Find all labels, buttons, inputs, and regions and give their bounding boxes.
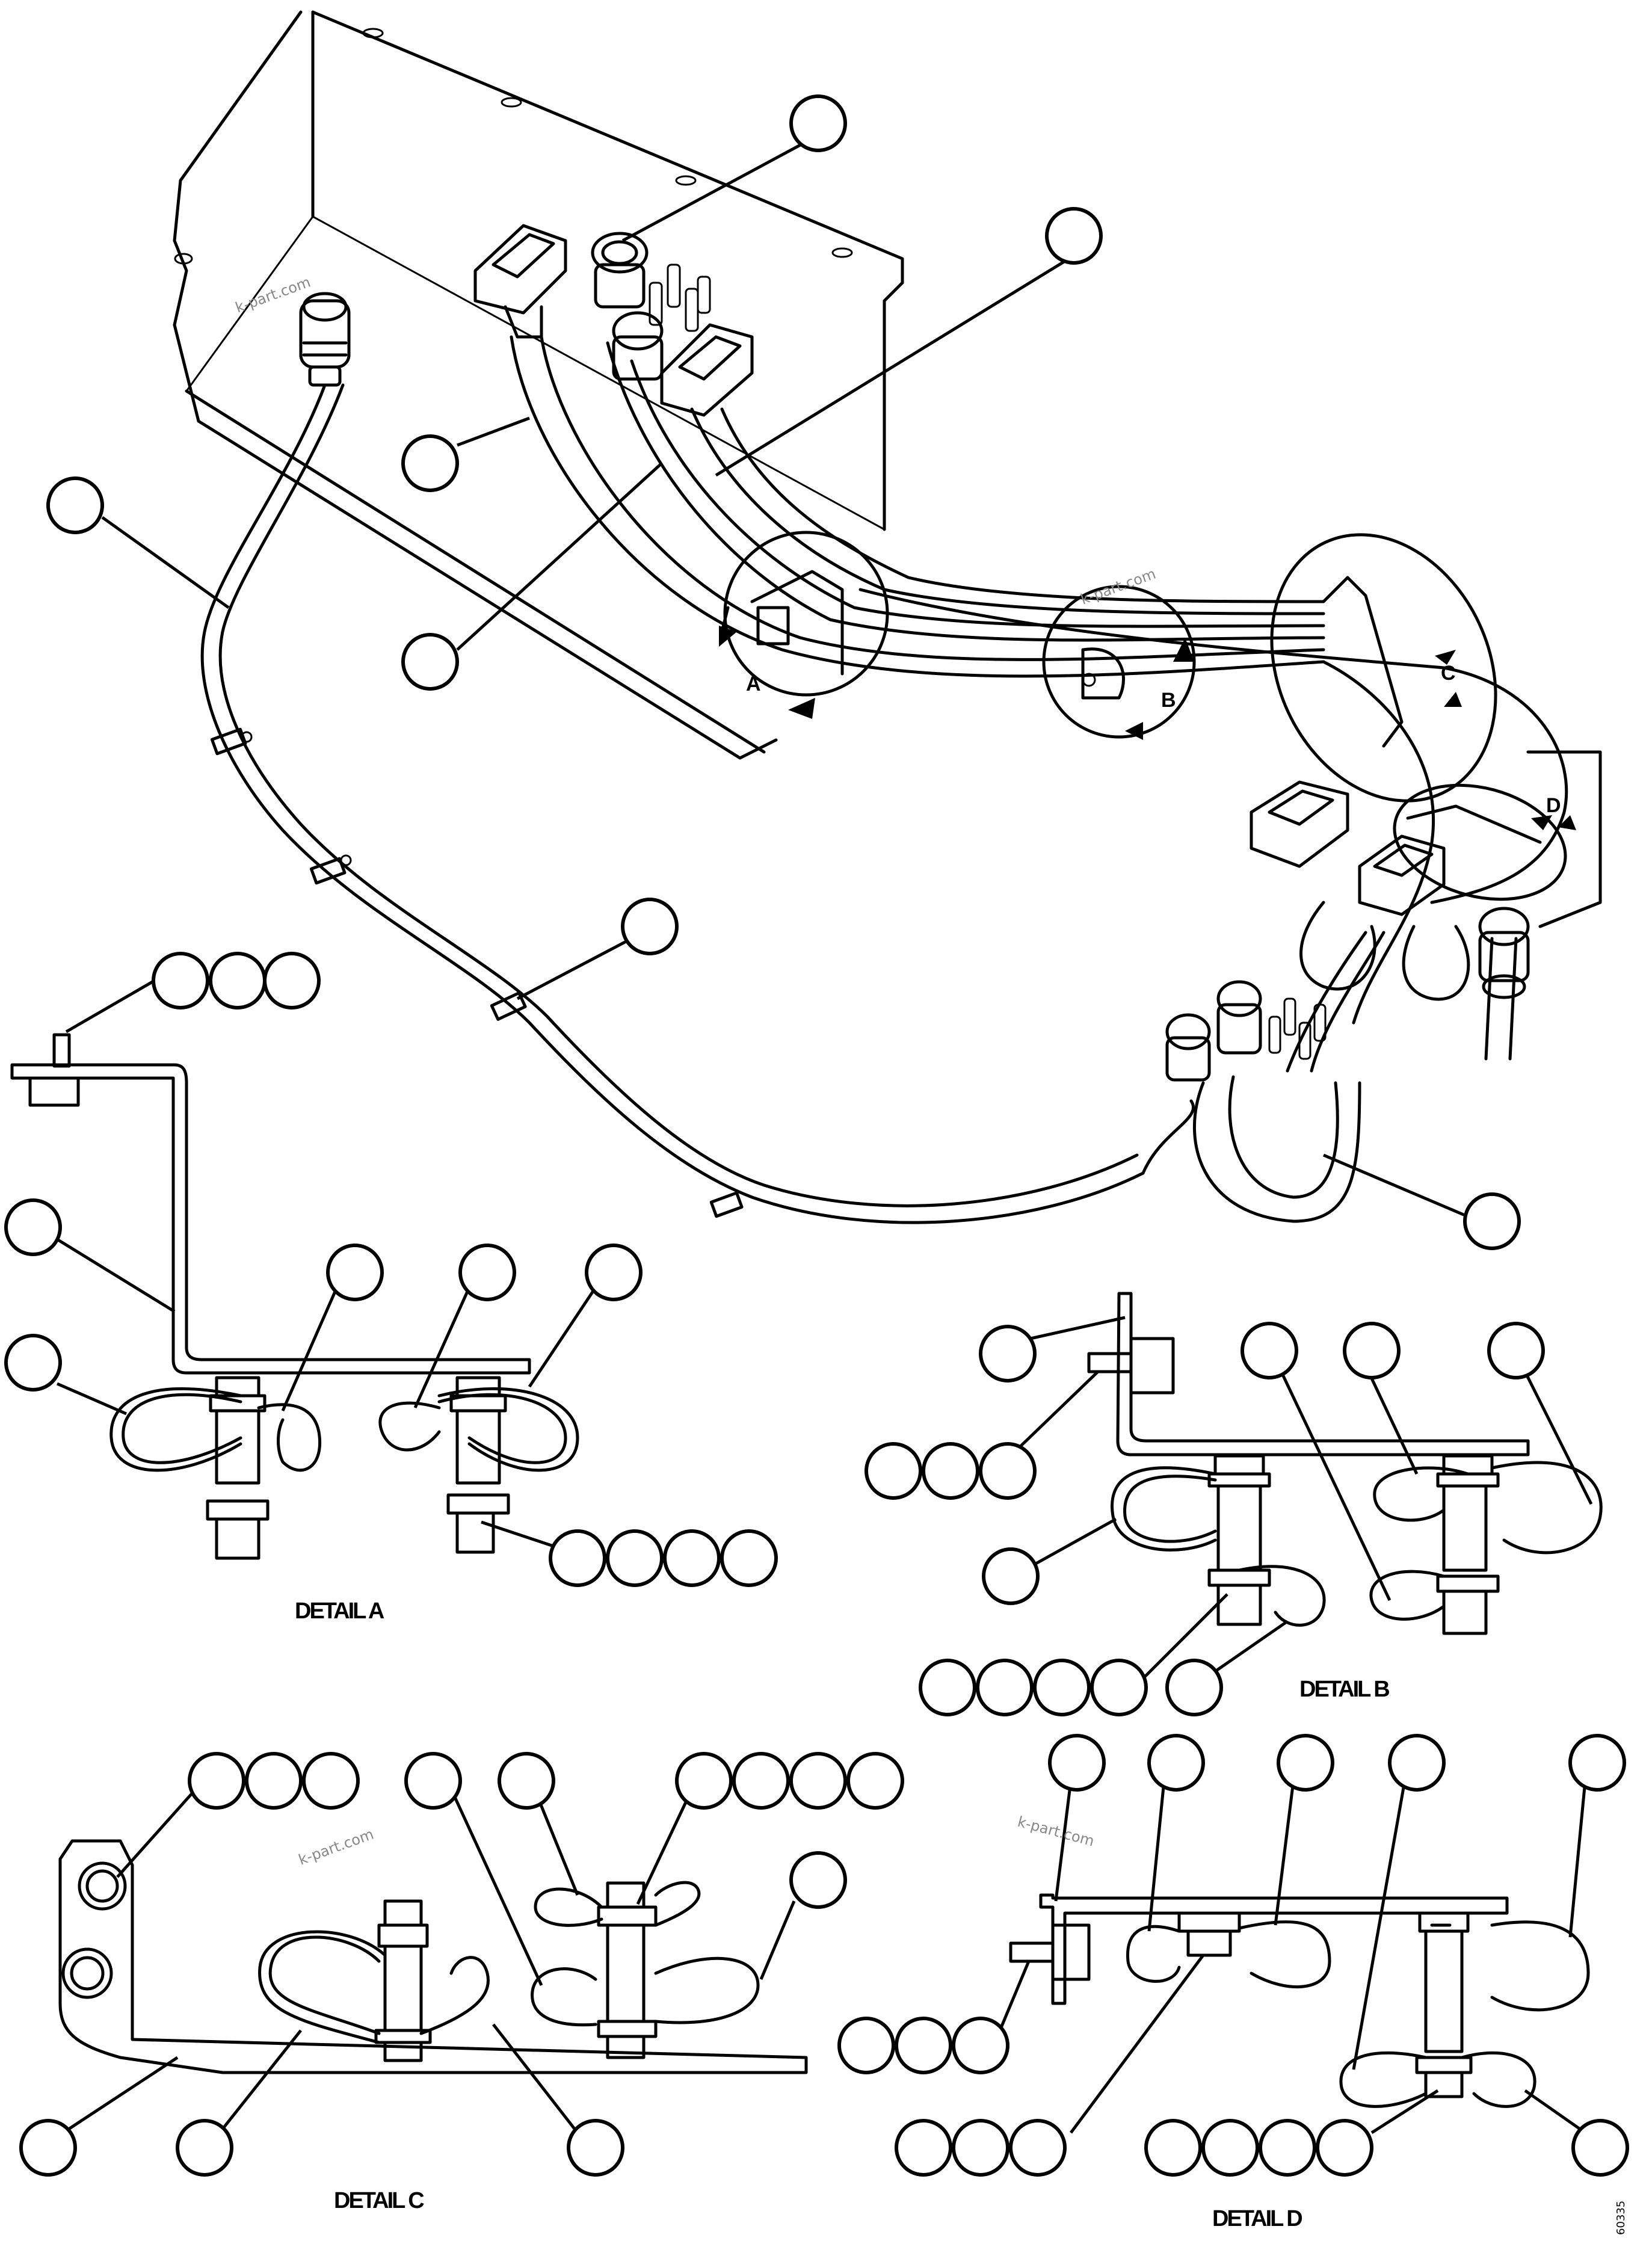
wire-harness [200,335,1602,1224]
callout-bubble [895,2119,952,2177]
connector-round-top-mid [591,232,664,381]
callout-bubble [979,1442,1037,1500]
connector-rect-lower-1 [1250,780,1349,868]
detail-c: DETAIL C [19,1752,904,2213]
callout-bubble [976,1659,1034,1716]
view-label-c: C [1441,662,1456,685]
callout-bubble [263,952,321,1010]
callout-bubble [979,1325,1037,1383]
connector-rect-top-left [473,224,567,339]
callout-bubble [1009,2119,1067,2177]
view-label-a: A [746,673,761,695]
detail-view-b-circle: B [1042,585,1196,740]
callout-bubble [326,1244,384,1301]
callout-bubble [952,2017,1009,2074]
callout-bubble [1388,1734,1446,1792]
callout-bubble [1147,1734,1205,1792]
callout-bubble [865,1442,922,1500]
view-label-b: B [1161,689,1176,712]
callout-bubble [585,1244,643,1301]
callout-bubble [19,2119,77,2177]
callout-bubble [188,1752,245,1810]
connector-round-lower-right [1478,907,1530,999]
connector-rect-top-right [660,323,754,417]
connector-round-left [299,292,351,387]
callout-bubble [1568,1734,1626,1792]
callout-bubble [789,1851,847,1909]
callout-bubble [1033,1659,1091,1716]
detail-a: DETAIL A [4,952,778,1624]
callout-bubble [1316,2119,1373,2177]
callout-bubble [789,1752,847,1810]
connector-rect-lower-2 [1358,834,1446,916]
callout-bubble [922,1442,979,1500]
callout-bubble [846,1752,904,1810]
callout-bubble [176,2119,233,2177]
callout-bubble [1144,2119,1202,2177]
view-label-d: D [1546,794,1561,817]
callout-bubble [837,2017,895,2074]
callout-bubble [621,898,679,955]
callout-bubble [1045,207,1103,265]
detail-view-a-circle: A [719,531,889,719]
callout-bubble [895,2017,952,2074]
callouts-main [46,94,1521,1250]
callout-bubble [1201,2119,1259,2177]
callout-bubble [46,476,104,534]
callout-bubble [1165,1659,1223,1716]
drawing-code: 60335 [1615,2201,1627,2235]
callout-bubble [1259,2119,1316,2177]
callout-bubble [675,1752,733,1810]
callout-bubble [404,1752,462,1810]
callout-bubble [401,434,459,492]
detail-b-label: DETAIL B [1299,1677,1389,1702]
detail-c-label: DETAIL C [334,2188,424,2213]
callout-bubble [732,1752,790,1810]
callout-bubble [919,1659,976,1716]
callout-bubble [1463,1192,1521,1250]
callout-bubble [458,1244,516,1301]
connector-round-lower-left [1165,980,1327,1082]
detail-view-c-circle: C [1270,533,1497,803]
callout-bubble [1277,1734,1334,1792]
callout-bubble [549,1529,606,1587]
detail-view-d-circle: D [1393,783,1576,901]
connector-pins-top [649,264,711,332]
callout-bubble [4,1198,62,1256]
cable-clips [210,727,744,1218]
watermark: k-part.com [296,1826,375,1869]
callout-bubble [245,1752,303,1810]
detail-b: DETAIL B [865,1292,1603,1716]
callout-bubble [209,952,267,1010]
callout-bubble [606,1529,664,1587]
callout-bubble [1487,1322,1545,1379]
callout-bubble [1048,1734,1106,1792]
callout-bubble [1241,1322,1298,1379]
callout-bubble [1571,2119,1629,2177]
callout-bubble [720,1529,778,1587]
callout-bubble [152,952,209,1010]
callout-bubble [952,2119,1009,2177]
callout-bubble [4,1334,62,1392]
detail-d: DETAIL D [837,1734,1629,2231]
mounting-panel [173,10,904,760]
callout-bubble [567,2119,624,2177]
detail-a-label: DETAIL A [295,1598,384,1624]
callout-bubble [1090,1659,1148,1716]
callout-bubble [302,1752,360,1810]
callout-bubble [498,1752,555,1810]
callout-bubble [982,1547,1040,1605]
callout-bubble [401,633,459,691]
detail-d-label: DETAIL D [1212,2206,1302,2231]
callout-bubble [1343,1322,1401,1379]
watermark: k-part.com [1016,1813,1096,1850]
callout-bubble [789,94,847,152]
callout-bubble [663,1529,721,1587]
